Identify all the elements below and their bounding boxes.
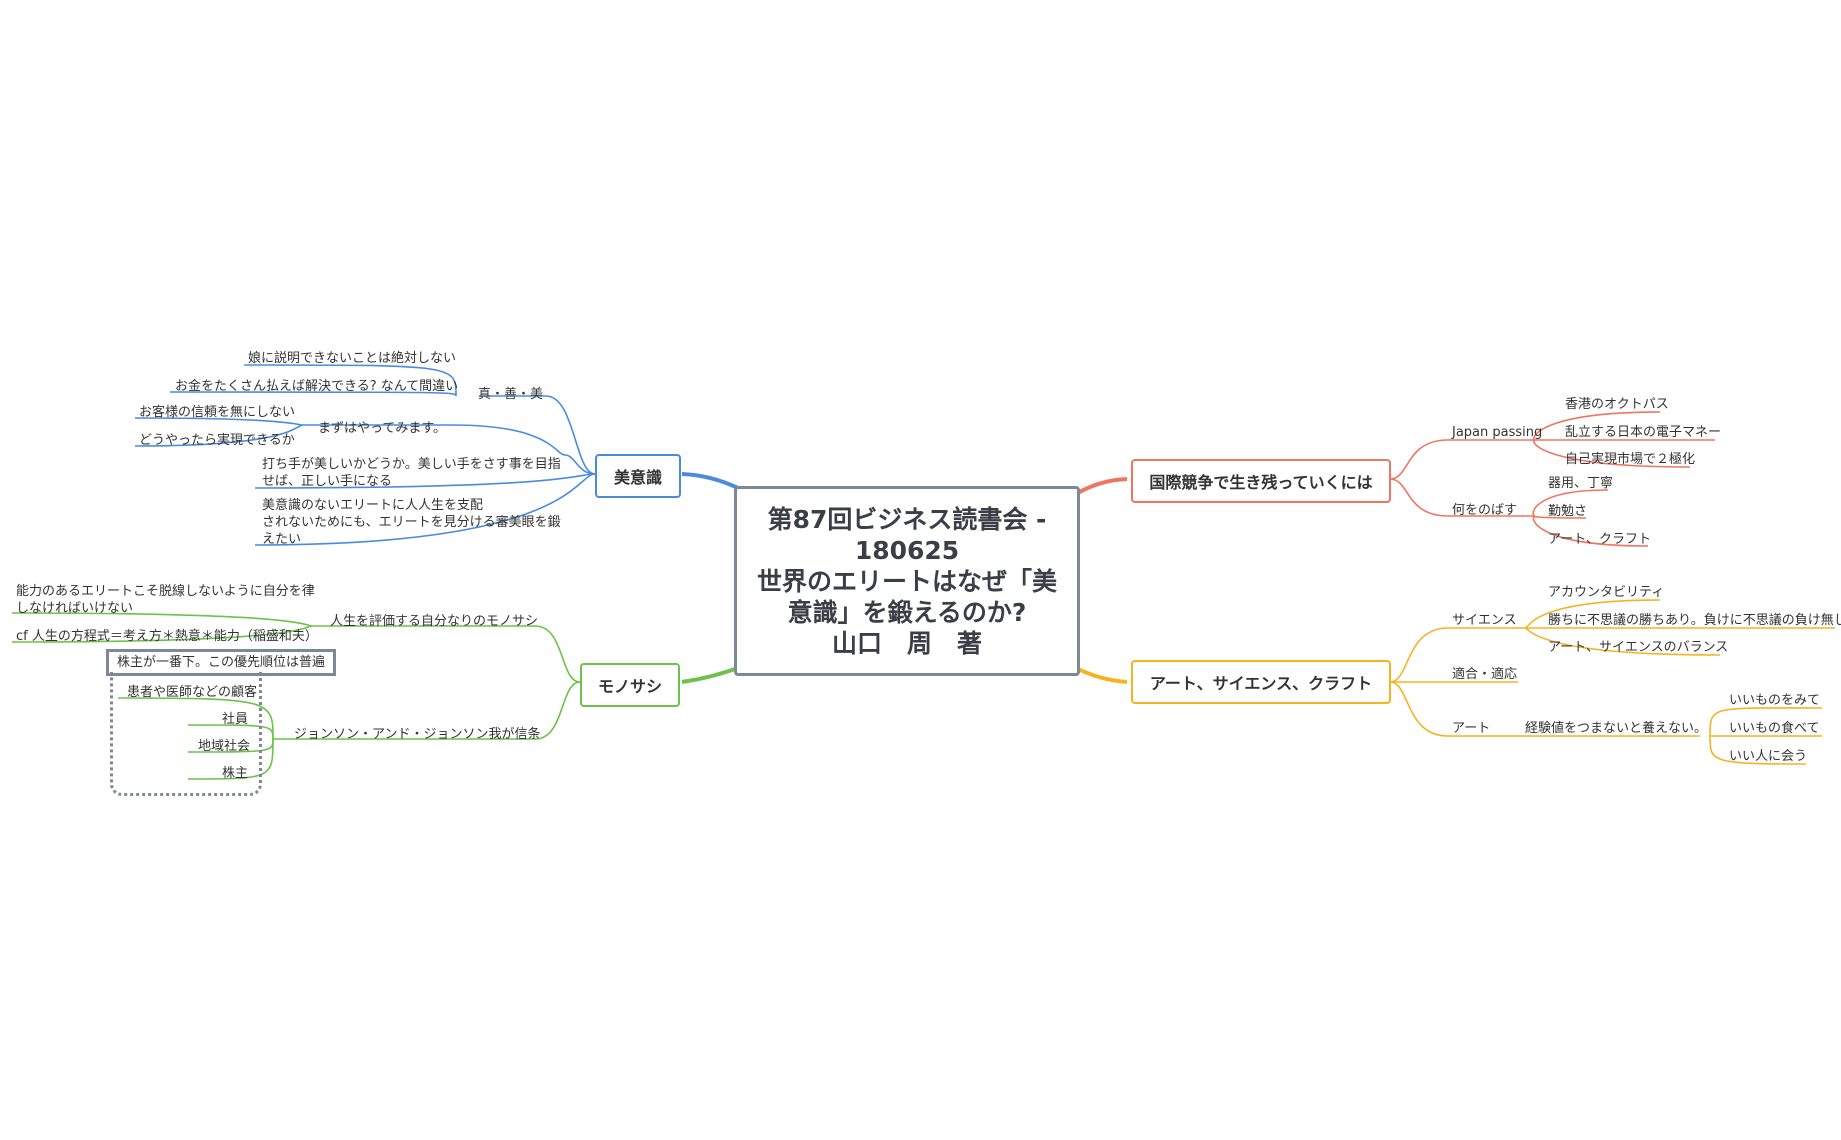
leaf-ii-mono-mite[interactable]: いいものをみて	[1729, 693, 1821, 708]
central-title-line2: 180625	[854, 535, 960, 565]
leaf-accountability[interactable]: アカウンタビリティ	[1548, 585, 1665, 600]
topic-biishiki[interactable]: 美意識	[595, 454, 681, 498]
leaf-houteishiki[interactable]: cf 人生の方程式＝考え方＊熱意＊能力（稲盛和夫）	[16, 629, 318, 644]
leaf-balance[interactable]: アート、サイエンスのバランス	[1548, 640, 1729, 655]
leaf-ritsu[interactable]: 能力のあるエリートこそ脱線しないように自分を律 しなければいけない	[16, 583, 315, 617]
leaf-ii-hito[interactable]: いい人に会う	[1729, 749, 1808, 764]
leaf-uchite-line1: 打ち手が美しいかどうか。美しい手をさす事を目指	[262, 457, 561, 472]
topic-kokusai[interactable]: 国際競争で生き残っていくには	[1131, 459, 1391, 503]
leaf-shinbigan-line2: されないためにも、エリートを見分ける審美眼を鍛	[262, 515, 561, 530]
subtopic-jinsei-monosashi[interactable]: 人生を評価する自分なりのモノサシ	[330, 614, 539, 629]
central-title-line1: 第87回ビジネス読書会 -	[767, 504, 1047, 534]
topic-art-science-craft[interactable]: アート、サイエンス、クラフト	[1131, 660, 1391, 704]
central-title-line5: 山口 周 著	[831, 628, 982, 658]
subtopic-nobasu[interactable]: 何をのばす	[1452, 503, 1518, 518]
topic-monosashi-label: モノサシ	[597, 677, 662, 696]
topic-art-science-craft-label: アート、サイエンス、クラフト	[1149, 674, 1373, 693]
topic-kokusai-label: 国際競争で生き残っていくには	[1149, 473, 1373, 492]
leaf-shain[interactable]: 社員	[222, 712, 249, 727]
leaf-jitsugen[interactable]: どうやったら実現できるか	[139, 433, 295, 448]
central-title-line4: 意識」を鍛えるのか?	[787, 597, 1027, 627]
topic-monosashi[interactable]: モノサシ	[580, 663, 680, 707]
leaf-shinbigan-line1: 美意識のないエリートに人人生を支配	[262, 498, 484, 513]
leaf-okane[interactable]: お金をたくさん払えば解決できる? なんて間違い	[175, 379, 459, 394]
subtopic-japan-passing[interactable]: Japan passing	[1452, 425, 1543, 440]
leaf-octopus[interactable]: 香港のオクトパス	[1565, 397, 1669, 412]
subtopic-art[interactable]: アート	[1452, 721, 1491, 736]
leaf-fushigi[interactable]: 勝ちに不思議の勝ちあり。負けに不思議の負け無し。	[1548, 613, 1841, 628]
subtopic-keiken[interactable]: 経験値をつまないと養えない。	[1525, 721, 1708, 736]
leaf-denshi-money[interactable]: 乱立する日本の電子マネー	[1565, 425, 1722, 440]
subtopic-science[interactable]: サイエンス	[1452, 613, 1517, 628]
summary-box[interactable]: 株主が一番下。この優先順位は普遍	[106, 649, 337, 676]
leaf-musume[interactable]: 娘に説明できないことは絶対しない	[248, 351, 457, 366]
subtopic-jnj-credo[interactable]: ジョンソン・アンド・ジョンソン我が信条	[294, 727, 541, 742]
topic-biishiki-label: 美意識	[613, 468, 662, 487]
leaf-art-craft[interactable]: アート、クラフト	[1548, 532, 1651, 547]
leaf-shinbigan-line3: えたい	[262, 532, 302, 547]
leaf-ii-mono-tabete[interactable]: いいもの食べて	[1729, 721, 1820, 736]
subtopic-tekigo[interactable]: 適合・適応	[1452, 667, 1518, 682]
leaf-shinrai[interactable]: お客様の信頼を無にしない	[139, 405, 296, 420]
leaf-kokyaku[interactable]: 患者や医師などの顧客	[127, 685, 258, 700]
leaf-shinbigan[interactable]: 美意識のないエリートに人人生を支配 されないためにも、エリートを見分ける審美眼を…	[262, 497, 561, 548]
leaf-ritsu-line2: しなければいけない	[16, 601, 134, 616]
leaf-kinben[interactable]: 勤勉さ	[1548, 504, 1588, 519]
leaf-chiiki[interactable]: 地域社会	[198, 739, 251, 754]
leaf-kabunushi[interactable]: 株主	[222, 766, 249, 781]
leaf-uchite[interactable]: 打ち手が美しいかどうか。美しい手をさす事を目指 せば、正しい手になる	[262, 456, 561, 490]
summary-bracket	[110, 672, 262, 796]
subtopic-mazu[interactable]: まずはやってみます。	[318, 421, 447, 436]
subtopic-shinzenbi[interactable]: 真・善・美	[478, 387, 544, 402]
leaf-uchite-line2: せば、正しい手になる	[262, 474, 393, 489]
central-title-line3: 世界のエリートはなぜ「美	[756, 566, 1057, 596]
leaf-nikyokuka[interactable]: 自己実現市場で２極化	[1565, 452, 1696, 467]
central-topic[interactable]: 第87回ビジネス読書会 - 180625 世界のエリートはなぜ「美 意識」を鍛え…	[734, 486, 1080, 676]
leaf-ritsu-line1: 能力のあるエリートこそ脱線しないように自分を律	[16, 584, 315, 599]
leaf-kiyou[interactable]: 器用、丁寧	[1548, 476, 1614, 491]
